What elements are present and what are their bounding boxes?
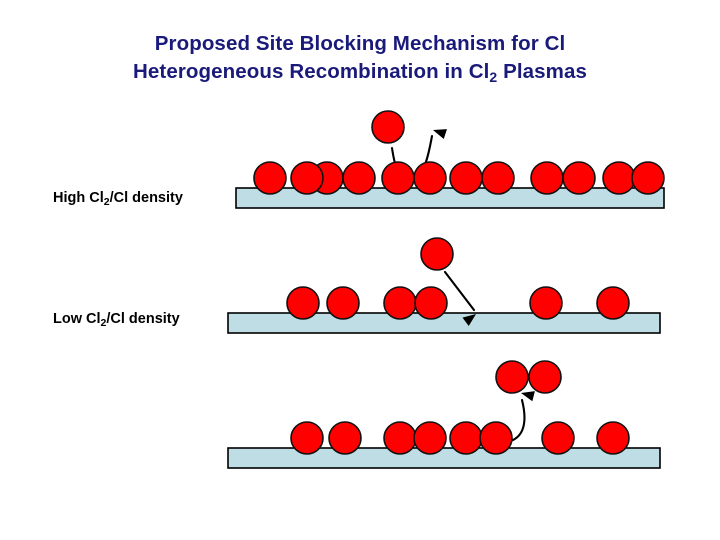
label-low-density: Low Cl2/Cl density xyxy=(53,311,180,329)
title-line-2: Heterogeneous Recombination in Cl2 Plasm… xyxy=(0,58,720,87)
panel-high-density-surface-slab xyxy=(235,187,665,209)
panel-recombination-surface-atom xyxy=(596,421,630,455)
panel-high-density-surface-atom xyxy=(290,161,324,195)
panel-low-density-surface-atom xyxy=(596,286,630,320)
panel-recombination-surface-atom xyxy=(479,421,513,455)
panel-high-density-surface-atom xyxy=(631,161,665,195)
title-line-2-post: Plasmas xyxy=(497,60,587,83)
panel-high-density-surface-atom xyxy=(381,161,415,195)
panel-recombination-surface-atom xyxy=(413,421,447,455)
label-high-sub: 2 xyxy=(103,196,110,208)
panel-low-density-arrow-straight xyxy=(443,270,476,312)
panel-high-density-arrowhead xyxy=(433,129,447,139)
label-low-post: /Cl density xyxy=(106,311,180,327)
page-title: Proposed Site Blocking Mechanism for Cl … xyxy=(0,30,720,87)
label-high-pre: High Cl xyxy=(53,190,104,206)
panel-low-density xyxy=(227,237,661,334)
panel-high-density xyxy=(235,110,665,209)
title-line-1: Proposed Site Blocking Mechanism for Cl xyxy=(154,32,566,55)
title-subscript-2: 2 xyxy=(489,69,498,85)
panel-recombination-surface-atom xyxy=(290,421,324,455)
panel-recombination-arrowhead xyxy=(521,391,535,402)
panel-recombination-surface-atom xyxy=(541,421,575,455)
panel-recombination-gas-atom xyxy=(528,360,562,394)
panel-recombination-surface-atom xyxy=(449,421,483,455)
title-line-2-pre: Heterogeneous Recombination in Cl xyxy=(133,60,490,83)
panel-high-density-surface-atom xyxy=(449,161,483,195)
panel-high-density-surface-atom xyxy=(481,161,515,195)
panel-high-density-surface-atom xyxy=(530,161,564,195)
panel-high-density-gas-atom xyxy=(371,110,405,144)
label-high-post: /Cl density xyxy=(109,190,183,206)
panel-low-density-gas-atom xyxy=(420,237,454,271)
panel-low-density-surface-atom xyxy=(383,286,417,320)
panel-low-density-surface-atom xyxy=(529,286,563,320)
label-low-pre: Low Cl xyxy=(53,311,101,327)
panel-high-density-surface-atom xyxy=(253,161,287,195)
panel-high-density-surface-atom xyxy=(562,161,596,195)
panel-recombination xyxy=(227,360,661,469)
panel-recombination-surface-atom xyxy=(383,421,417,455)
panel-high-density-surface-atom xyxy=(413,161,447,195)
panel-recombination-surface-atom xyxy=(328,421,362,455)
panel-high-density-surface-atom xyxy=(602,161,636,195)
panel-low-density-surface-atom xyxy=(326,286,360,320)
panel-low-density-surface-atom xyxy=(286,286,320,320)
panel-recombination-surface-slab xyxy=(227,447,661,469)
panel-high-density-surface-atom xyxy=(342,161,376,195)
label-high-density: High Cl2/Cl density xyxy=(53,190,183,208)
panel-low-density-arrowhead xyxy=(462,314,476,326)
label-low-sub: 2 xyxy=(100,317,107,329)
panel-low-density-surface-atom xyxy=(414,286,448,320)
panel-recombination-gas-atom xyxy=(495,360,529,394)
